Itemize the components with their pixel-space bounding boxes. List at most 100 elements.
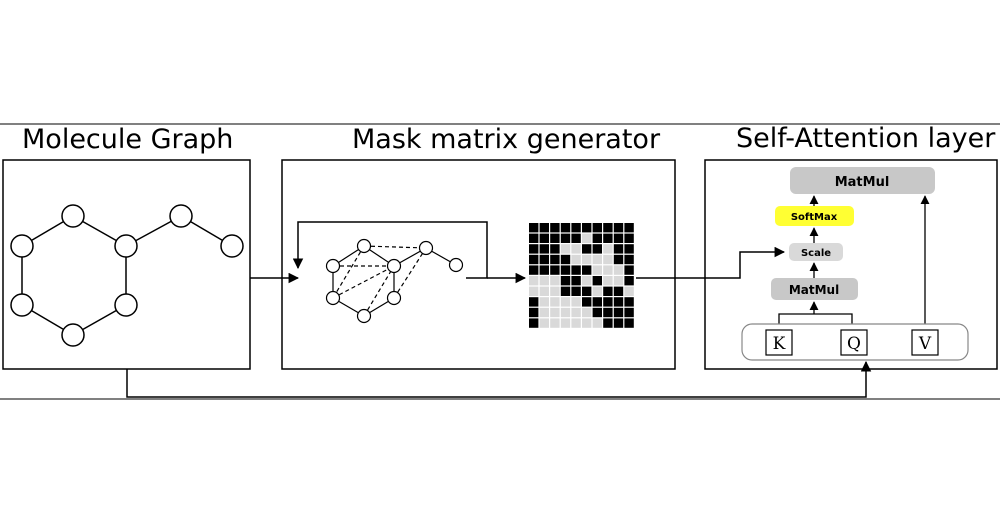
atom-node [114, 234, 138, 258]
mask-cell [582, 297, 592, 307]
mask-cell [603, 276, 613, 286]
self-attention-title: Self-Attention layer [736, 123, 996, 154]
mask-cell [592, 254, 602, 265]
atom-node [220, 234, 244, 258]
mask-cell [571, 223, 581, 233]
k-label: K [773, 334, 786, 354]
mask-cell [624, 233, 634, 243]
mask-cell [603, 233, 613, 243]
v-box [911, 329, 939, 356]
softmax-label: SoftMax [791, 212, 838, 223]
mask-cell [560, 254, 571, 265]
q-label: Q [847, 334, 861, 354]
q-box [840, 329, 868, 356]
mask-cell [582, 265, 592, 275]
mask-cell [550, 276, 560, 286]
softmax-block [775, 206, 854, 226]
mask-cell [592, 318, 602, 328]
mask-cell [539, 254, 549, 265]
self-attention-panel [704, 159, 998, 370]
mask-cell [624, 307, 634, 318]
mask-cell [582, 244, 592, 254]
mask-cell [624, 286, 634, 296]
mask-cell [560, 276, 571, 286]
mask-cell [603, 223, 613, 233]
scale-label: Scale [801, 248, 831, 259]
mask-cell [603, 318, 613, 328]
mask-cell [550, 307, 560, 318]
mask-cell [624, 265, 634, 275]
molecule-graph [10, 204, 244, 347]
mask-cell [603, 286, 613, 296]
scale-block [789, 243, 843, 261]
mask-cell [624, 318, 634, 328]
mask-cell [603, 244, 613, 254]
mask-cell [560, 223, 571, 233]
mask-cell [571, 244, 581, 254]
mask-cell [529, 318, 539, 328]
mask-cell [624, 254, 634, 265]
mask-cell [571, 307, 581, 318]
mask-cell [592, 223, 602, 233]
mask-cell [560, 286, 571, 296]
matmul-top-label: MatMul [835, 175, 890, 190]
mask-cell [624, 297, 634, 307]
mask-cell [582, 286, 592, 296]
mask-cell [550, 233, 560, 243]
mask-cell [582, 318, 592, 328]
mask-cell [550, 318, 560, 328]
mask-cell [539, 276, 549, 286]
mask-cell [613, 307, 624, 318]
mask-cell [539, 233, 549, 243]
mask-cell [529, 286, 539, 296]
mask-cell [539, 307, 549, 318]
mask-cell [539, 223, 549, 233]
mask-cell [529, 223, 539, 233]
k-box [765, 329, 793, 356]
kq-to-matmul [778, 313, 853, 330]
atom-node [61, 323, 85, 347]
mask-cell [571, 233, 581, 243]
matmul-bottom-block [771, 278, 858, 300]
mask-cell [571, 276, 581, 286]
mask-cell [582, 276, 592, 286]
mask-cell [550, 244, 560, 254]
atom-node [169, 204, 193, 228]
mask-cell [560, 265, 571, 275]
mask-cell [592, 307, 602, 318]
mask-cell [571, 297, 581, 307]
matmul-bottom-label: MatMul [789, 283, 839, 297]
mask-matrix [529, 223, 634, 328]
skip-connection-arrow [126, 360, 872, 398]
mask-cell [613, 276, 624, 286]
mask-cell [529, 276, 539, 286]
mask-cell [613, 297, 624, 307]
mask-cell [539, 297, 549, 307]
mask-cell [592, 233, 602, 243]
mask-cell [550, 223, 560, 233]
mask-cell [550, 254, 560, 265]
loop-arrow [292, 221, 488, 279]
mask-cell [529, 233, 539, 243]
atom-node [114, 293, 138, 317]
atom-node [10, 234, 34, 258]
mask-cell [624, 244, 634, 254]
mask-cell [560, 297, 571, 307]
mask-cell [592, 265, 602, 275]
mask-cell [613, 233, 624, 243]
mask-cell [571, 286, 581, 296]
mask-cell [582, 307, 592, 318]
mask-cell [529, 244, 539, 254]
mask-cell [539, 265, 549, 275]
mask-cell [560, 233, 571, 243]
mask-cell [529, 254, 539, 265]
mask-cell [529, 307, 539, 318]
mask-cell [560, 307, 571, 318]
mask-generator-panel [281, 159, 676, 370]
mask-cell [613, 265, 624, 275]
mask-cell [592, 286, 602, 296]
mask-cell [592, 297, 602, 307]
mask-cell [582, 254, 592, 265]
atom-node [10, 293, 34, 317]
